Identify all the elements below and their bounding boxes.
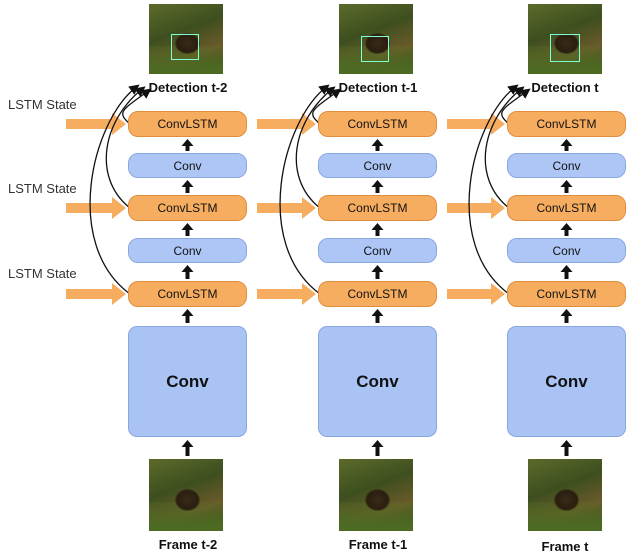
lstm-state-arrow [257, 197, 316, 219]
backbone-conv-block: Conv [318, 326, 437, 437]
conv-node: Conv [128, 153, 247, 178]
skip-connection-curve [89, 84, 140, 295]
lstm-state-label-top: LSTM State [8, 97, 77, 112]
flow-up-arrow [560, 223, 573, 236]
lstm-state-arrow [66, 113, 126, 135]
flow-up-arrow [560, 180, 573, 193]
flow-up-arrow [560, 309, 573, 323]
flow-up-arrow [371, 440, 384, 456]
lstm-state-arrow [257, 113, 316, 135]
backbone-conv-block: Conv [507, 326, 626, 437]
convlstm-node: ConvLSTM [507, 195, 626, 221]
frame-image-t-2 [149, 459, 223, 531]
convlstm-node: ConvLSTM [128, 111, 247, 137]
flow-up-arrow [371, 180, 384, 193]
frame-label: Frame t-2 [158, 537, 218, 552]
skip-connection-curve [279, 84, 330, 295]
flow-up-arrow [181, 180, 194, 193]
lstm-state-arrow [66, 197, 126, 219]
frame-label: Frame t [541, 539, 589, 554]
flow-up-arrow [181, 265, 194, 279]
convlstm-node: ConvLSTM [318, 195, 437, 221]
detection-box [550, 34, 580, 62]
flow-up-arrow [371, 309, 384, 323]
convlstm-node: ConvLSTM [128, 281, 247, 307]
convlstm-node: ConvLSTM [128, 195, 247, 221]
lstm-state-arrow [447, 197, 505, 219]
detection-image-t-2 [149, 4, 223, 74]
skip-connection-curve [295, 86, 336, 209]
frame-image-t-1 [339, 459, 413, 531]
detection-label: Detection t-2 [148, 80, 228, 95]
flow-up-arrow [181, 440, 194, 456]
conv-node: Conv [128, 238, 247, 263]
flow-up-arrow [371, 139, 384, 151]
convlstm-node: ConvLSTM [318, 111, 437, 137]
skip-connection-curve [468, 84, 519, 295]
conv-node: Conv [318, 238, 437, 263]
convlstm-node: ConvLSTM [507, 111, 626, 137]
flow-up-arrow [560, 265, 573, 279]
skip-connection-curve [312, 88, 342, 125]
backbone-conv-block: Conv [128, 326, 247, 437]
lstm-state-arrow [66, 283, 126, 305]
flow-up-arrow [181, 309, 194, 323]
flow-up-arrow [560, 440, 573, 456]
detection-box [171, 34, 199, 60]
conv-node: Conv [318, 153, 437, 178]
lstm-state-label-middle: LSTM State [8, 181, 77, 196]
convlstm-node: ConvLSTM [507, 281, 626, 307]
conv-node: Conv [507, 153, 626, 178]
flow-up-arrow [181, 223, 194, 236]
skip-connection-curve [122, 88, 152, 125]
frame-image-t [528, 459, 602, 531]
skip-connection-curve [484, 86, 525, 209]
lstm-state-arrow [447, 113, 505, 135]
convlstm-node: ConvLSTM [318, 281, 437, 307]
lstm-state-label-bottom: LSTM State [8, 266, 77, 281]
detection-label: Detection t-1 [338, 80, 418, 95]
flow-up-arrow [181, 139, 194, 151]
flow-up-arrow [560, 139, 573, 151]
frame-label: Frame t-1 [348, 537, 408, 552]
detection-image-t-1 [339, 4, 413, 74]
detection-image-t [528, 4, 602, 74]
flow-up-arrow [371, 223, 384, 236]
lstm-state-arrow [447, 283, 505, 305]
flow-up-arrow [371, 265, 384, 279]
skip-connection-curve [501, 88, 531, 125]
skip-connection-curve [105, 86, 146, 209]
lstm-state-arrow [257, 283, 316, 305]
detection-label: Detection t [531, 80, 599, 95]
conv-node: Conv [507, 238, 626, 263]
detection-box [361, 36, 389, 62]
